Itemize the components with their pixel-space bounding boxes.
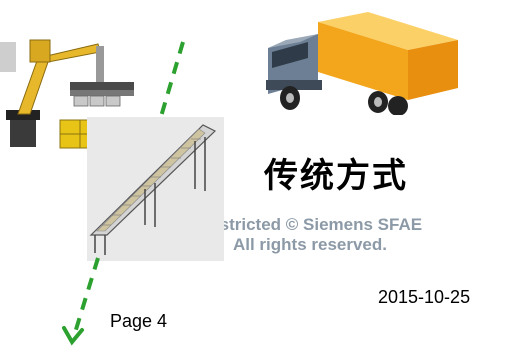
slide-date: 2015-10-25 xyxy=(378,287,471,307)
copyright-line-1: Restricted © Siemens SFAE xyxy=(197,215,423,234)
page-number: Page 4 xyxy=(110,311,168,331)
truck-icon xyxy=(266,12,458,115)
copyright-line-2: All rights reserved. xyxy=(232,235,387,254)
slide-title: 传统方式 xyxy=(264,156,408,196)
conveyor-image xyxy=(87,117,224,261)
copyright-notice: Restricted © Siemens SFAE All rights res… xyxy=(160,215,460,255)
